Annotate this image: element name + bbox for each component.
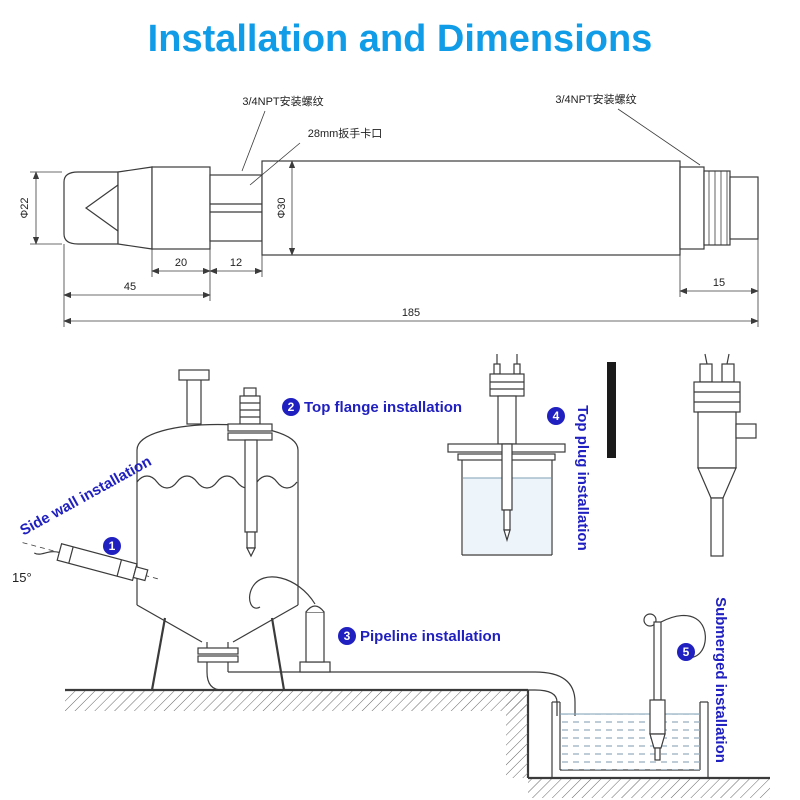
label-submerged: 5 Submerged installation: [677, 597, 729, 763]
dia30-label: Φ30: [276, 197, 288, 218]
dia22-label: Φ22: [19, 197, 31, 218]
dim-12-label: 12: [230, 257, 242, 269]
wall-mount-sensor: [693, 353, 757, 557]
tank: [136, 369, 299, 691]
side-wall-sensor: [22, 542, 160, 582]
installation-diagrams: 1 Side wall installation 15° 2 Top flang…: [12, 353, 770, 798]
badge-3: 3: [344, 629, 351, 643]
dimension-15: 15: [679, 239, 759, 327]
dimension-45: 45: [63, 244, 211, 327]
angle-15-label: 15°: [12, 570, 32, 585]
dim-45-label: 45: [124, 281, 136, 293]
thread-left-label: 3/4NPT安装螺纹: [242, 94, 323, 108]
top-plug-beaker: [447, 354, 566, 556]
wall-segment: [607, 362, 616, 458]
badge-1: 1: [109, 539, 116, 553]
basin: [551, 701, 709, 778]
page-title: Installation and Dimensions: [147, 18, 653, 60]
ground: [65, 688, 770, 798]
top-flange-sensor: [227, 387, 273, 558]
dim-15-label: 15: [713, 277, 725, 289]
badge-4: 4: [553, 409, 560, 423]
dim-20-label: 20: [175, 257, 187, 269]
label-top-flange: 2 Top flange installation: [282, 398, 462, 416]
dim-185-label: 185: [402, 307, 420, 319]
pipeline-label: Pipeline installation: [360, 628, 501, 645]
tank-liquid-level: [136, 475, 298, 489]
dimension-dia22: Φ22: [19, 171, 62, 245]
top-plug-label: Top plug installation: [574, 405, 591, 551]
dimension-185: 185: [63, 307, 759, 325]
leader-labels: 3/4NPT安装螺纹 28mm扳手卡口 3/4NPT安装螺纹: [241, 92, 701, 186]
dimension-drawing: Φ22 Φ30 20 12 45 15: [19, 92, 759, 327]
dimension-dia30: Φ30: [276, 160, 296, 256]
wrench-label: 28mm扳手卡口: [308, 126, 383, 140]
drain-and-pipeline: [197, 642, 576, 716]
badge-5: 5: [683, 645, 690, 659]
tank-vent: [186, 377, 202, 425]
dimension-20-12: 20 12: [151, 241, 263, 301]
submerged-label: Submerged installation: [712, 597, 729, 763]
top-flange-label: Top flange installation: [304, 399, 462, 416]
submerged-sensor: [643, 613, 706, 761]
sensor-probe-outline: [63, 160, 759, 256]
label-top-plug: 4 Top plug installation: [547, 405, 591, 551]
badge-2: 2: [288, 400, 295, 414]
label-pipeline: 3 Pipeline installation: [338, 627, 501, 645]
thread-right-label: 3/4NPT安装螺纹: [555, 92, 636, 106]
side-wall-label: Side wall installation: [17, 453, 154, 539]
pipeline-sensor: [248, 576, 331, 673]
